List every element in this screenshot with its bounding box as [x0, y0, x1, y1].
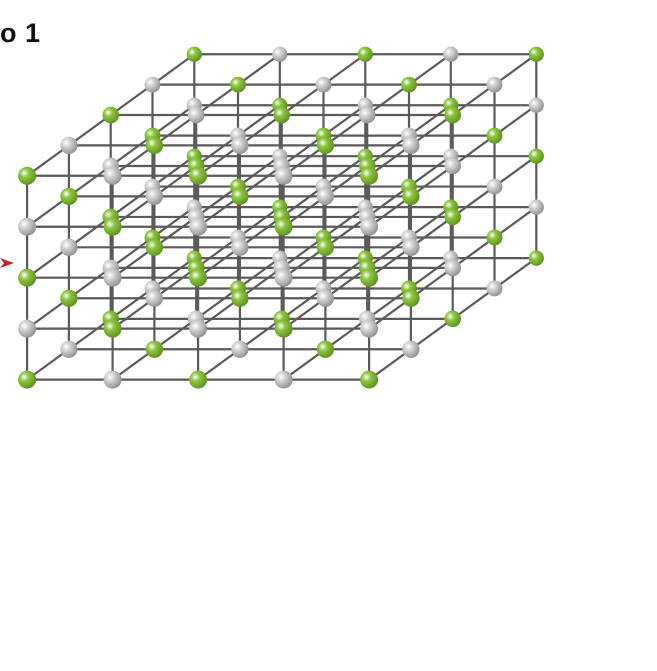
green-ion [187, 47, 202, 62]
grey-ion [529, 98, 544, 113]
grey-ion [60, 137, 77, 154]
grey-ion [231, 341, 248, 358]
green-ion [444, 311, 461, 328]
green-ion [358, 47, 373, 62]
grey-ion [317, 290, 334, 307]
grey-ion [188, 107, 205, 124]
grey-ion [145, 77, 161, 93]
green-ion [60, 188, 77, 205]
green-ion [230, 77, 246, 93]
green-ion [231, 290, 248, 307]
green-ion [444, 209, 461, 226]
green-ion [275, 320, 293, 338]
grey-ion [444, 158, 461, 175]
green-ion [146, 137, 163, 154]
green-ion [60, 290, 77, 307]
grey-ion [487, 77, 503, 93]
grey-ion [402, 137, 419, 154]
grey-ion [360, 320, 378, 338]
grey-ion [231, 239, 248, 256]
grey-ion [529, 200, 544, 215]
green-ion [360, 269, 378, 287]
green-ion [18, 371, 36, 389]
grey-ion [487, 281, 503, 297]
grey-ion [146, 188, 163, 205]
grey-ion [60, 239, 77, 256]
green-ion [317, 137, 334, 154]
grey-ion [60, 341, 77, 358]
green-ion [189, 269, 207, 287]
green-ion [529, 47, 544, 62]
green-ion [402, 290, 419, 307]
green-ion [146, 341, 163, 358]
grey-ion [18, 320, 36, 338]
green-ion [231, 188, 248, 205]
green-ion [146, 239, 163, 256]
grey-ion [189, 320, 207, 338]
green-ion [360, 167, 378, 185]
green-ion [104, 320, 122, 338]
grey-ion [317, 188, 334, 205]
grey-ion [104, 167, 122, 185]
grey-ion [275, 167, 293, 185]
grey-ion [272, 47, 287, 62]
green-ion [189, 167, 207, 185]
green-ion [189, 371, 207, 389]
grey-ion [443, 47, 458, 62]
green-ion [317, 239, 334, 256]
green-ion [18, 269, 36, 287]
grey-ion [402, 239, 419, 256]
green-ion [444, 107, 461, 124]
green-ion [529, 149, 544, 164]
grey-ion [360, 218, 378, 236]
grey-ion [189, 218, 207, 236]
green-ion [102, 107, 119, 124]
green-ion [18, 167, 36, 185]
grey-ion [444, 260, 461, 277]
green-ion [275, 218, 293, 236]
grey-ion [18, 218, 36, 236]
grey-ion [359, 107, 376, 124]
grey-ion [231, 137, 248, 154]
green-ion [487, 230, 503, 246]
grey-ion [104, 371, 122, 389]
green-ion [529, 251, 544, 266]
green-ion [317, 341, 334, 358]
grey-ion [104, 269, 122, 287]
green-ion [487, 128, 503, 144]
grey-ion [275, 371, 293, 389]
grey-ion [275, 269, 293, 287]
grey-ion [402, 341, 419, 358]
green-ion [360, 371, 378, 389]
green-ion [104, 218, 122, 236]
green-ion [273, 107, 290, 124]
lattice-ions [18, 47, 544, 389]
green-ion [401, 77, 417, 93]
green-ion [402, 188, 419, 205]
grey-ion [487, 179, 503, 195]
grey-ion [146, 290, 163, 307]
grey-ion [316, 77, 332, 93]
